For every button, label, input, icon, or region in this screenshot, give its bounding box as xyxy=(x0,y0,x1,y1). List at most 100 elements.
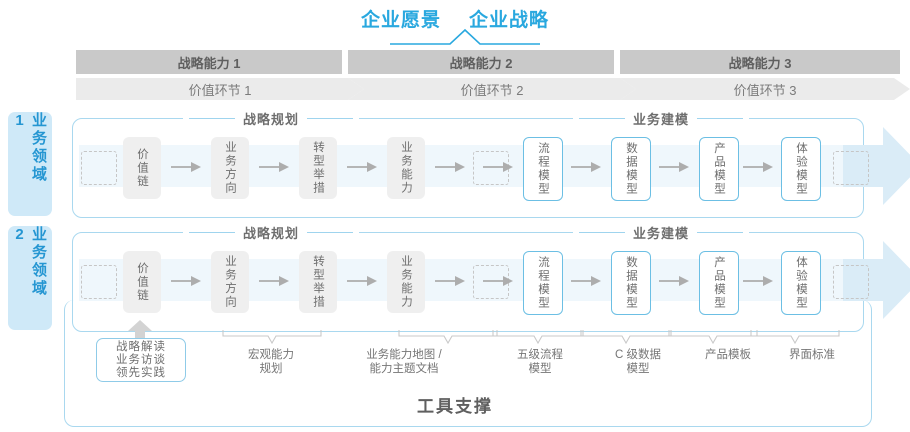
arrow-right-icon-4 xyxy=(435,162,465,172)
flow-node-label: 数据模型 xyxy=(625,142,637,196)
divider-line xyxy=(307,232,354,233)
divider-line xyxy=(579,232,625,233)
connector-wrap-mid xyxy=(481,273,515,289)
arrow-right-icon-3 xyxy=(347,162,377,172)
flow-node[interactable]: 数据模型 xyxy=(611,251,651,315)
tool-label-4: C 级数据模型 xyxy=(588,348,688,376)
flow-node[interactable]: 产品模型 xyxy=(699,137,739,201)
tool-label-line: 产品模板 xyxy=(705,349,751,361)
arrow-right-icon-5 xyxy=(571,162,601,172)
flow-node-label: 产品模型 xyxy=(713,256,725,310)
divider-line xyxy=(697,118,744,119)
tool-label-3: 五级流程模型 xyxy=(488,348,592,376)
connector-wrap xyxy=(257,273,291,289)
arrow-right-icon-6 xyxy=(659,276,689,286)
bracket-connector-3 xyxy=(492,330,584,345)
tool-label-line: 模型 xyxy=(528,363,552,375)
bracket-connector-6 xyxy=(750,330,840,345)
capability-segment-label: 战略能力 2 xyxy=(449,55,513,71)
flow-node[interactable]: 业务能力 xyxy=(387,137,425,199)
arrow-right-icon-6 xyxy=(659,162,689,172)
sidebar-item-business-domain-2[interactable]: 业务领域 2 xyxy=(8,226,52,330)
flow-node[interactable]: 业务方向 xyxy=(211,137,249,199)
tool-label-line: 能力主题文档 xyxy=(369,363,439,375)
flow-node[interactable]: 流程模型 xyxy=(523,251,563,315)
flow-node-label: 业务能力 xyxy=(400,255,412,309)
connector-wrap xyxy=(345,273,379,289)
arrow-right-icon-mid xyxy=(483,276,513,286)
connector-wrap xyxy=(433,159,467,175)
placeholder-slot-3 xyxy=(833,265,869,299)
enterprise-vision-title: 企业愿景 xyxy=(360,9,441,31)
flow-node-label: 价值链 xyxy=(136,261,148,303)
placeholder-slot-1 xyxy=(81,151,117,185)
arrow-right-icon-1 xyxy=(171,162,201,172)
capability-segment-3[interactable]: 战略能力 3 xyxy=(620,50,900,74)
flow-node[interactable]: 业务方向 xyxy=(211,251,249,313)
business-domain-row-2: 价值链 业务方向 转型举措 业务能力 流程模型 数据模型 产品模型 体验模型 战略规划 业务建模 xyxy=(72,223,910,332)
capability-segment-label: 战略能力 1 xyxy=(177,55,241,71)
value-stage-segment-1[interactable]: 价值环节 1 xyxy=(76,78,364,100)
arrow-right-icon-7 xyxy=(743,162,773,172)
strategic-capability-row: 战略能力 1 战略能力 2 战略能力 3 xyxy=(76,50,900,74)
tool-box-line-3: 领先实践 xyxy=(116,366,166,379)
tool-label-line: 规划 xyxy=(259,363,283,375)
capability-segment-2[interactable]: 战略能力 2 xyxy=(348,50,614,74)
connector-wrap xyxy=(345,159,379,175)
divider-line xyxy=(697,232,744,233)
flow-direction-arrow-icon xyxy=(843,241,910,319)
connector-wrap xyxy=(169,273,203,289)
flow-node[interactable]: 产品模型 xyxy=(699,251,739,315)
arrow-right-icon-mid xyxy=(483,162,513,172)
section-title-label: 业务建模 xyxy=(633,112,690,127)
placeholder-slot-1 xyxy=(81,265,117,299)
divider-line xyxy=(189,232,235,233)
divider-line xyxy=(307,118,354,119)
placeholder-slot-3 xyxy=(833,151,869,185)
vision-strategy-titles: 企业愿景 企业战略 xyxy=(0,4,910,32)
flow-node-label: 价值链 xyxy=(136,147,148,189)
arrow-right-icon-5 xyxy=(571,276,601,286)
enterprise-strategy-title: 企业战略 xyxy=(469,9,550,31)
flow-node[interactable]: 价值链 xyxy=(123,137,161,199)
flow-node[interactable]: 业务能力 xyxy=(387,251,425,313)
business-domain-row-1: 价值链 业务方向 转型举措 业务能力 流程模型 数据模型 产品模型 体验模型 战略规划 业务建模 xyxy=(72,109,910,218)
bracket-connector-5 xyxy=(668,330,758,345)
section-title-strategy-planning: 战略规划 xyxy=(183,109,360,128)
flow-direction-arrow-icon xyxy=(843,127,910,205)
flow-node-label: 体验模型 xyxy=(795,256,807,310)
strategy-interpretation-box[interactable]: 战略解读 业务访谈 领先实践 xyxy=(96,338,186,382)
flow-node[interactable]: 流程模型 xyxy=(523,137,563,201)
tool-support-title: 工具支撑 xyxy=(417,397,493,416)
capability-segment-1[interactable]: 战略能力 1 xyxy=(76,50,342,74)
arrow-right-icon-2 xyxy=(259,162,289,172)
connector-wrap xyxy=(569,273,603,289)
flow-node-label: 转型举措 xyxy=(312,255,324,309)
tool-box-line-1: 战略解读 xyxy=(116,340,166,353)
connector-wrap xyxy=(741,159,775,175)
section-title-label: 战略规划 xyxy=(243,226,300,241)
section-title-business-modeling: 业务建模 xyxy=(573,223,750,242)
arrow-right-icon-3 xyxy=(347,276,377,286)
flow-node[interactable]: 数据模型 xyxy=(611,137,651,201)
flow-node[interactable]: 体验模型 xyxy=(781,137,821,201)
flow-node-label: 业务能力 xyxy=(400,141,412,195)
divider-line xyxy=(579,118,625,119)
sidebar-item-business-domain-1[interactable]: 业务领域 1 xyxy=(8,112,52,216)
tool-box-line-2: 业务访谈 xyxy=(116,353,166,366)
flow-node[interactable]: 转型举措 xyxy=(299,137,337,199)
bracket-connector-1 xyxy=(222,330,322,345)
value-stage-segment-3[interactable]: 价值环节 3 xyxy=(620,78,910,100)
arrow-right-icon-7 xyxy=(743,276,773,286)
flow-node-label: 业务方向 xyxy=(224,255,236,309)
tool-support-container xyxy=(64,300,872,427)
flow-node[interactable]: 转型举措 xyxy=(299,251,337,313)
flow-node[interactable]: 体验模型 xyxy=(781,251,821,315)
tool-label-2: 业务能力地图 /能力主题文档 xyxy=(342,348,466,376)
connector-wrap xyxy=(657,159,691,175)
arrow-right-icon-2 xyxy=(259,276,289,286)
flow-node[interactable]: 价值链 xyxy=(123,251,161,313)
value-stage-segment-2[interactable]: 价值环节 2 xyxy=(348,78,636,100)
